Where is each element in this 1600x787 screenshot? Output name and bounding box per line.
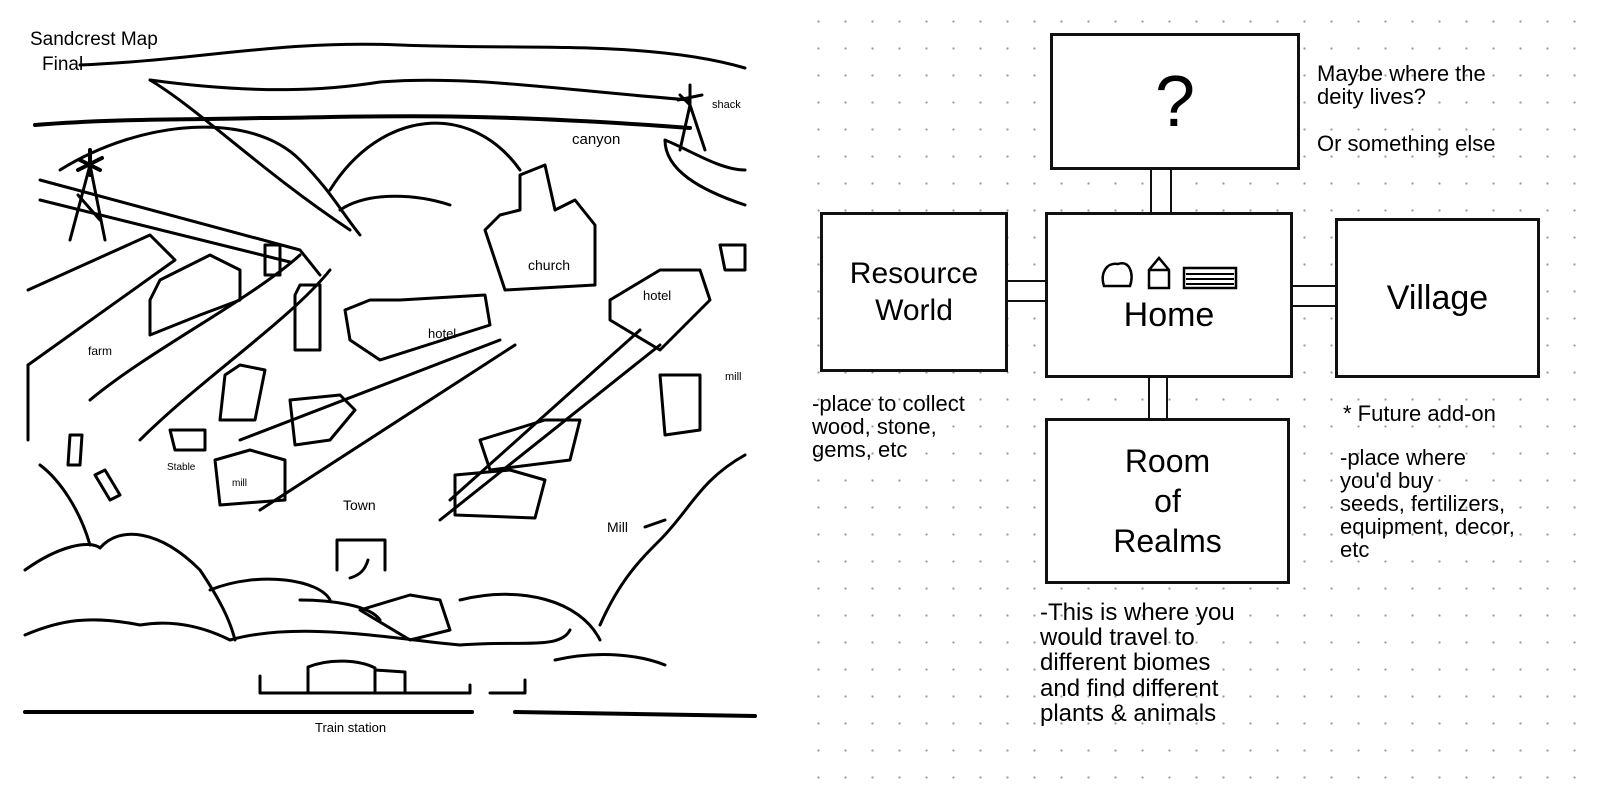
ground-line [23,710,757,718]
home-icons [1100,254,1238,290]
hills [23,532,237,642]
room-of-realms-box: Room of Realms [1045,418,1290,584]
connector-home-village [1291,285,1337,307]
mystery-box: ? [1050,33,1300,170]
canyon-label: canyon [572,131,620,148]
village-note-2: -place where you'd buy seeds, fertilizer… [1340,445,1515,563]
hotel-center [343,293,492,362]
map-subtitle: Final [42,54,83,75]
home-label: Home [1123,295,1215,334]
crop-field-icon [1182,266,1238,289]
tree-icon [1101,261,1133,287]
mill-small-label: mill [232,478,247,489]
sandcrest-map-sketch: Sandcrest Map Final church hotel hotel m… [23,29,757,735]
home-box: Home [1045,212,1293,378]
farm-field [26,233,177,367]
town-gate [335,538,387,572]
mill-right-label: mill [725,371,742,383]
resource-world-note: -place to collect wood, stone, gems, etc [812,391,965,463]
map-title: Sandcrest Map [30,29,158,50]
town-label: Town [343,497,376,513]
mystery-note-2: Or something else [1317,131,1496,156]
canyon-ridge [148,78,692,102]
connector-mystery-home [1150,168,1172,214]
village-note-1: * Future add-on [1343,401,1496,426]
resource-world-label: Resource World [849,256,979,328]
room-of-realms-note: -This is where you would travel to diffe… [1040,599,1235,727]
resource-world-box: Resource World [820,212,1008,372]
hotel-center-label: hotel [428,326,456,341]
mystery-label: ? [1154,61,1196,142]
church-building [483,163,597,292]
shack-label: shack [712,99,741,111]
village-box: Village [1335,218,1540,378]
house-icon [1147,255,1171,289]
farm-label: farm [88,344,112,358]
windmill-left [76,148,104,177]
village-label: Village [1386,278,1489,317]
church-label: church [528,257,570,273]
connector-resource-home [1006,280,1048,302]
room-of-realms-label: Room of Realms [1113,443,1222,559]
train-station-label: Train station [315,720,386,735]
horizon-line [78,42,747,70]
concept-board: ? Maybe where the deity lives? Or someth… [800,0,1600,787]
hotel-right [608,268,712,352]
train-station [258,659,527,695]
mystery-note-1: Maybe where the deity lives? [1317,61,1486,110]
connector-home-realms [1148,376,1168,420]
mill-label: Mill [607,519,628,535]
stable-label: Stable [167,462,196,473]
hotel-right-label: hotel [643,288,671,303]
